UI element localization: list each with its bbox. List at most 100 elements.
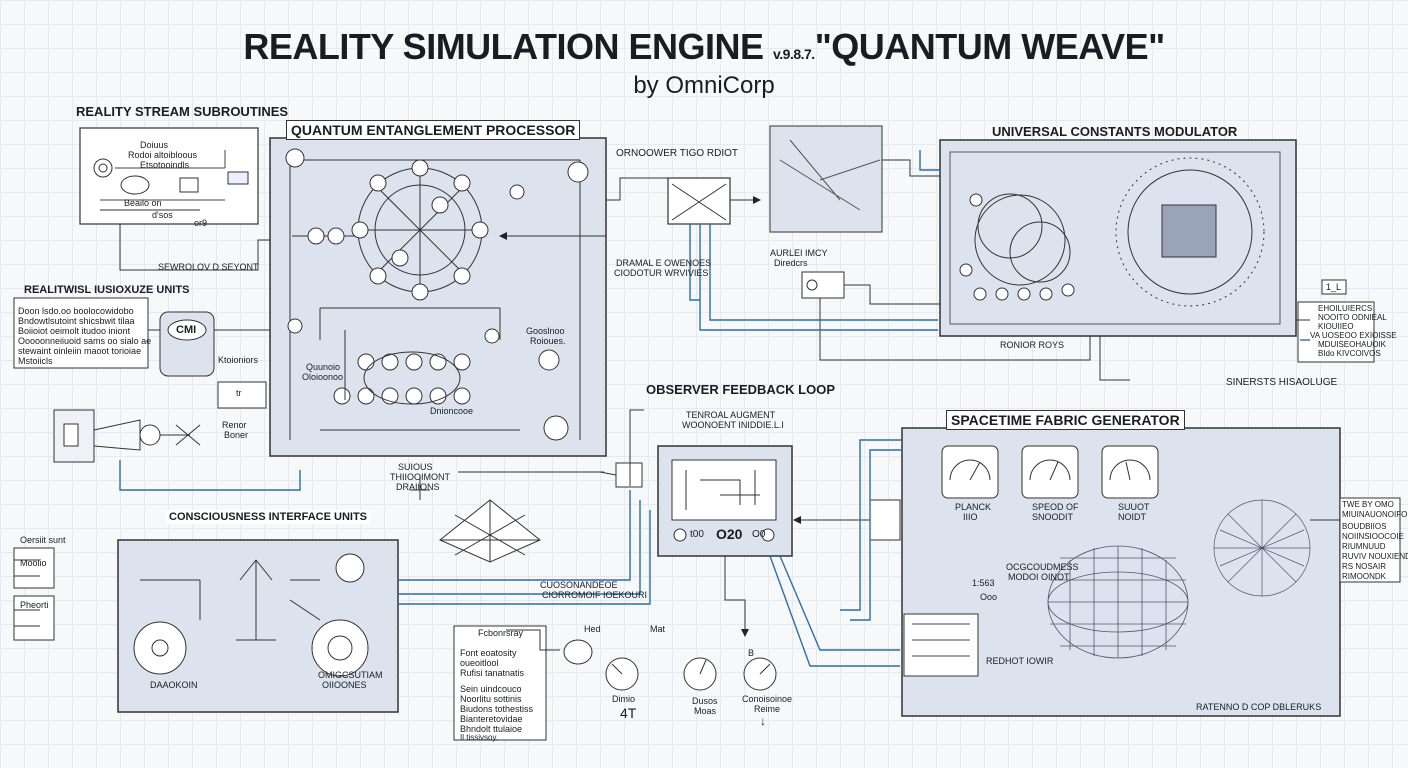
probe1-label: Hed (584, 624, 601, 634)
receiver-label: Renor (222, 420, 247, 430)
gauge1-label: PLANCK (955, 502, 992, 512)
note2-line0: Sein uindcouco (460, 684, 522, 694)
observer-top-box (667, 125, 883, 299)
ciu-bottom-right: OMIGCSUTIAM (318, 670, 383, 680)
ciu-panel (13, 539, 399, 713)
observer-left-label: DRAMAL E OWENOES (616, 258, 712, 268)
title-name: "QUANTUM WEAVE" (814, 26, 1165, 67)
receiver-label2: Boner (224, 430, 249, 440)
observer-feedback-box (615, 445, 793, 557)
observer-left-small2: THIIOOIMONT (390, 472, 450, 482)
crossing-label2: CIORROMOIF IOEKOURI (542, 590, 648, 600)
gauge1-label2: IIIO (963, 512, 978, 522)
out3-label: Conoisoinoe (742, 694, 793, 704)
stfg-readout2: Ooo (980, 592, 998, 602)
ucm-side-box: 1_L (1326, 282, 1342, 292)
stfg-footer: RATENNO D COP DBLERUKS (1196, 702, 1322, 712)
reality-stream-label1: Doiuus (140, 140, 169, 150)
wires (14, 159, 1340, 651)
reality-stream-label4: Beailo on (124, 198, 162, 208)
ciu-left-label: Oersiit sunt (20, 535, 66, 545)
stfg-side-0: TWE BY OMO (1342, 500, 1394, 509)
qep-label-bottom: Dnioncooe (430, 406, 474, 416)
wires-blue (119, 150, 1310, 667)
byline: by OmniCorp (633, 72, 775, 99)
qep-label-right2: Roioues. (530, 336, 566, 346)
reality-stream-footer: SEWROLOV D SEYONT (158, 262, 259, 272)
stfg-box-label: REDHOT IOWIR (986, 656, 1054, 666)
observer-left-small3: DRAIIONS (396, 482, 440, 492)
realitwisl-line3: Ooooonneiiuoid sams oo sialo ae (18, 336, 152, 346)
observer-box-label2: WOONOENT INIDDIE.L.I (682, 420, 784, 430)
note-title: Fcbonrsray (478, 628, 524, 638)
observer-box-label: TENROAL AUGMENT (686, 410, 776, 420)
realitwisl-line5: Mstoiicls (18, 356, 53, 366)
ucm-side-3: VA UOSEOO EXIOISSE (1310, 331, 1397, 340)
ucm-side-1: NOOITO ODNIEAL (1318, 313, 1387, 322)
stfg-side-5: RUVIV NOUXIEND (1342, 552, 1408, 561)
title-main: REALITY SIMULATION ENGINE (243, 26, 764, 67)
stfg-side-3: NOIINSIOOCOIE (1342, 532, 1404, 541)
stfg-mid-label2: MODOI OINOT (1008, 572, 1070, 582)
realitwisl-line1: Bndowtlsutoint shicsbwit tilaa (18, 316, 135, 326)
stfg-heading: SPACETIME FABRIC GENERATOR (946, 410, 1185, 430)
gauge3-label2: NOIDT (1118, 512, 1146, 522)
reality-stream-heading: REALITY STREAM SUBROUTINES (76, 104, 289, 119)
stfg-corner: SINERSTS HISAOLUGE (1226, 377, 1338, 388)
ucm-panel (939, 139, 1297, 337)
reality-stream-label3: Etsotooindls (140, 160, 190, 170)
ciu-heading: CONSCIOUSNESS INTERFACE UNITS (166, 510, 371, 524)
note2-line3: Bianteretovidae (460, 714, 523, 724)
observer-heading: OBSERVER FEEDBACK LOOP (646, 382, 836, 397)
note2-line5: Il tissivsoy. (460, 733, 499, 742)
out2-label: Dusos (692, 696, 718, 706)
probe-cluster (563, 639, 777, 691)
crossing-diamond (439, 499, 541, 563)
ucm-side-0: EHOILUIERCS (1318, 304, 1373, 313)
observer-button3[interactable]: O0 (752, 529, 766, 540)
reality-stream-label6: or9 (194, 218, 208, 228)
title-version: v.9.8.7. (773, 46, 815, 62)
qep-label-mid2: Oloioonoo (302, 372, 344, 382)
probe2-label: Mat (650, 624, 666, 634)
gauge2-label2: SNOODIT (1032, 512, 1074, 522)
gauge3-label: SUUOT (1118, 502, 1150, 512)
ucm-side-4: MDUISEOHAUOIK (1318, 340, 1387, 349)
stfg-panel (869, 427, 1401, 717)
crossing-label: CUOSONANDEOE (540, 580, 618, 590)
ciu-bottom-right2: OIIOONES (322, 680, 367, 690)
observer-button1[interactable]: t00 (690, 529, 704, 540)
ucm-side-2: KIOUIIEO (1318, 322, 1354, 331)
note2-line4: Bhndolt ttulaioe (460, 724, 523, 734)
stfg-mid-label: OCGCOUDMESS (1006, 562, 1079, 572)
reality-stream-label5: d'sos (152, 210, 173, 220)
qep-heading: QUANTUM ENTANGLEMENT PROCESSOR (286, 120, 581, 140)
out1-label: Dimio (612, 694, 636, 704)
observer-button2[interactable]: O20 (716, 526, 743, 542)
out1-label2: 4T (620, 705, 637, 721)
observer-top-label: ORNOOWER TIGO RDIOT (616, 148, 739, 159)
ucm-side-box (1297, 279, 1375, 363)
note-line1: oueoitlool (460, 658, 499, 668)
stfg-side-7: RIMOONDK (1342, 572, 1386, 581)
realitwisl-line4: stewaint oinleiin maoot torioiae (18, 346, 142, 356)
observer-mid-label2: Diredcrs (774, 258, 808, 268)
cmi-label: CMI (176, 324, 197, 336)
note2-line1: Noorlitu sottinis (460, 694, 522, 704)
observer-mid-label: AURLEI IMCY (770, 248, 828, 258)
stfg-side-4: RIUMNUUD (1342, 542, 1386, 551)
note-box (453, 625, 547, 741)
out3-arrow: ↓ (760, 714, 766, 728)
out2-label2: Moas (694, 706, 717, 716)
realitwisl-line2: Boiioiot oeimolt itudoo iniont (18, 326, 131, 336)
stfg-readout: 1:563 (972, 578, 995, 588)
reality-stream-panel (79, 127, 259, 225)
out3-label2: Reime (754, 704, 781, 714)
ucm-side-5: BIdo KIVCOIVOS (1318, 349, 1381, 358)
observer-left-label2: CIODOTUR WRVIVIES (614, 268, 709, 278)
realitwisl-box-label: tr (236, 388, 242, 398)
realitwisl-panel (13, 297, 267, 463)
note2-line2: Biudons tothestiss (460, 704, 534, 714)
gauge2-label: SPEOD OF (1032, 502, 1079, 512)
